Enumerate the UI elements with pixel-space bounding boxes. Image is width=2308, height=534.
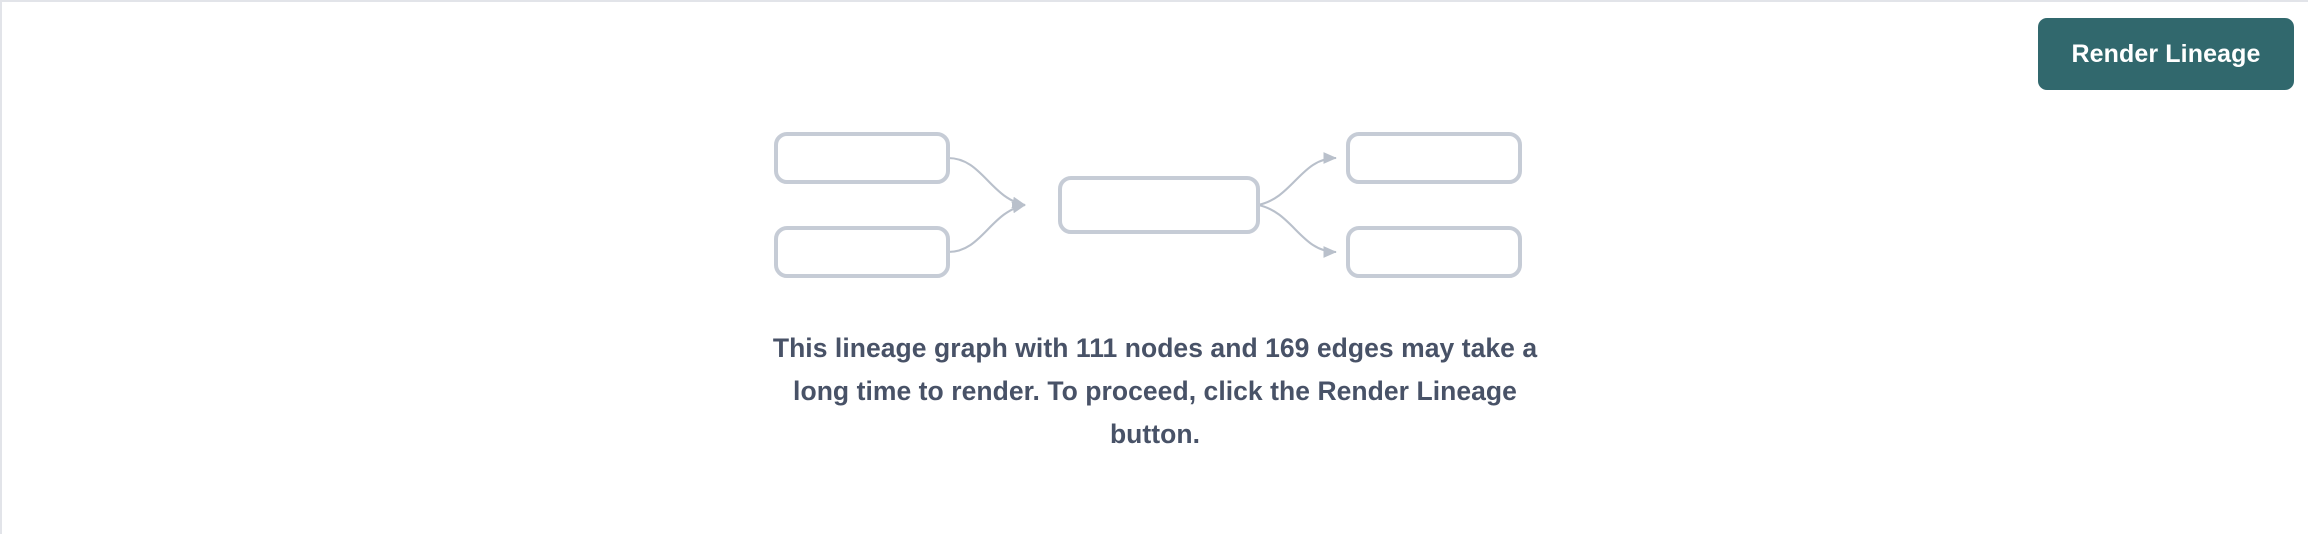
placeholder-node-focus — [1058, 176, 1260, 234]
edge-focus-to-downstream-1 — [1257, 152, 1337, 207]
placeholder-node-downstream-2 — [1346, 226, 1522, 278]
edge-focus-to-downstream-2 — [1257, 203, 1337, 258]
placeholder-node-upstream-1 — [774, 132, 950, 184]
placeholder-node-upstream-2 — [774, 226, 950, 278]
lineage-graph-placeholder — [2, 120, 2308, 290]
edge-upstream-1-to-focus — [947, 156, 1026, 209]
edge-upstream-2-to-focus — [947, 201, 1026, 254]
placeholder-node-downstream-1 — [1346, 132, 1522, 184]
lineage-warning-message: This lineage graph with 111 nodes and 16… — [772, 333, 1538, 449]
lineage-placeholder-svg — [774, 132, 1522, 278]
render-lineage-button[interactable]: Render Lineage — [2038, 18, 2294, 90]
lineage-toolbar: Render Lineage — [2, 2, 2308, 108]
